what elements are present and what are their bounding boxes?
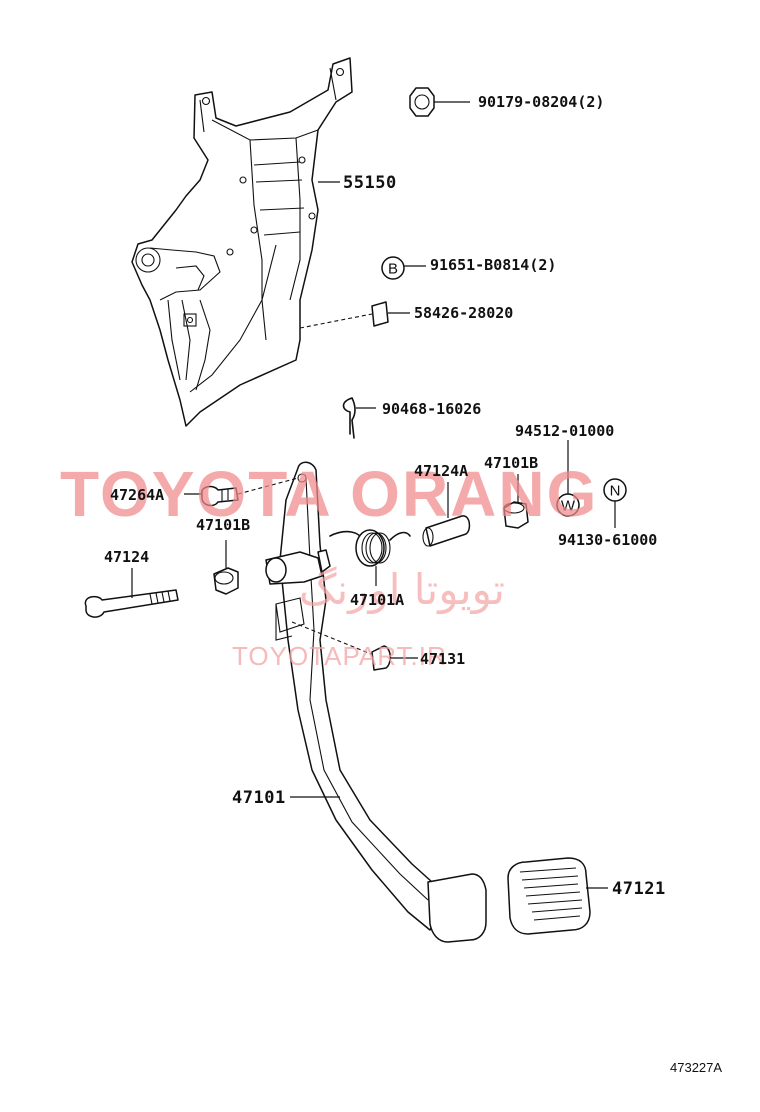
label-47124a: 47124A bbox=[414, 462, 468, 480]
label-90468: 90468-16026 bbox=[382, 400, 481, 418]
collar-47124a bbox=[422, 482, 471, 547]
nut-90179 bbox=[409, 87, 470, 117]
label-47264a: 47264A bbox=[110, 486, 164, 504]
bolt-47264a bbox=[184, 477, 299, 507]
label-47101: 47101 bbox=[232, 788, 286, 808]
watermark-main: TOYOTA ORANG bbox=[60, 458, 598, 530]
spring-47101a bbox=[329, 529, 411, 586]
pedal-pad-47121 bbox=[507, 857, 608, 935]
label-94130: 94130-61000 bbox=[558, 531, 657, 549]
stopper-47131 bbox=[371, 645, 418, 671]
badge-w-text: W bbox=[561, 498, 576, 515]
label-91651: 91651-B0814(2) bbox=[430, 256, 556, 274]
badge-n: N bbox=[603, 478, 627, 528]
pin-90468 bbox=[342, 397, 376, 439]
badge-b-text: B bbox=[388, 261, 398, 278]
clip-58426 bbox=[299, 301, 410, 329]
label-94512: 94512-01000 bbox=[515, 422, 614, 440]
watermark-arabic: تویوتا اورنگ bbox=[299, 565, 505, 614]
label-47131: 47131 bbox=[420, 650, 465, 668]
badge-w: W bbox=[556, 440, 580, 517]
label-47101b-top: 47101B bbox=[484, 454, 538, 472]
watermark-site: TOYOTAPART.IR bbox=[232, 641, 447, 671]
bolt-47124 bbox=[84, 568, 179, 618]
watermark: TOYOTA ORANG تویوتا اورنگ TOYOTAPART.IR bbox=[60, 458, 598, 671]
label-90179: 90179-08204(2) bbox=[478, 93, 604, 111]
diagram-id: 473227A bbox=[670, 1060, 722, 1075]
label-47124: 47124 bbox=[104, 548, 149, 566]
label-47101b-left: 47101B bbox=[196, 516, 250, 534]
clutch-pedal-47101 bbox=[265, 461, 487, 943]
label-55150: 55150 bbox=[343, 173, 397, 193]
label-47121: 47121 bbox=[612, 879, 666, 899]
label-58426: 58426-28020 bbox=[414, 304, 513, 322]
badge-n-text: N bbox=[610, 483, 621, 500]
bushing-47101b-top bbox=[503, 474, 529, 529]
bushing-47101b-left bbox=[213, 540, 239, 595]
pedal-bracket-55150 bbox=[131, 57, 353, 427]
label-47101a: 47101A bbox=[350, 591, 404, 609]
badge-b: B bbox=[381, 256, 426, 280]
